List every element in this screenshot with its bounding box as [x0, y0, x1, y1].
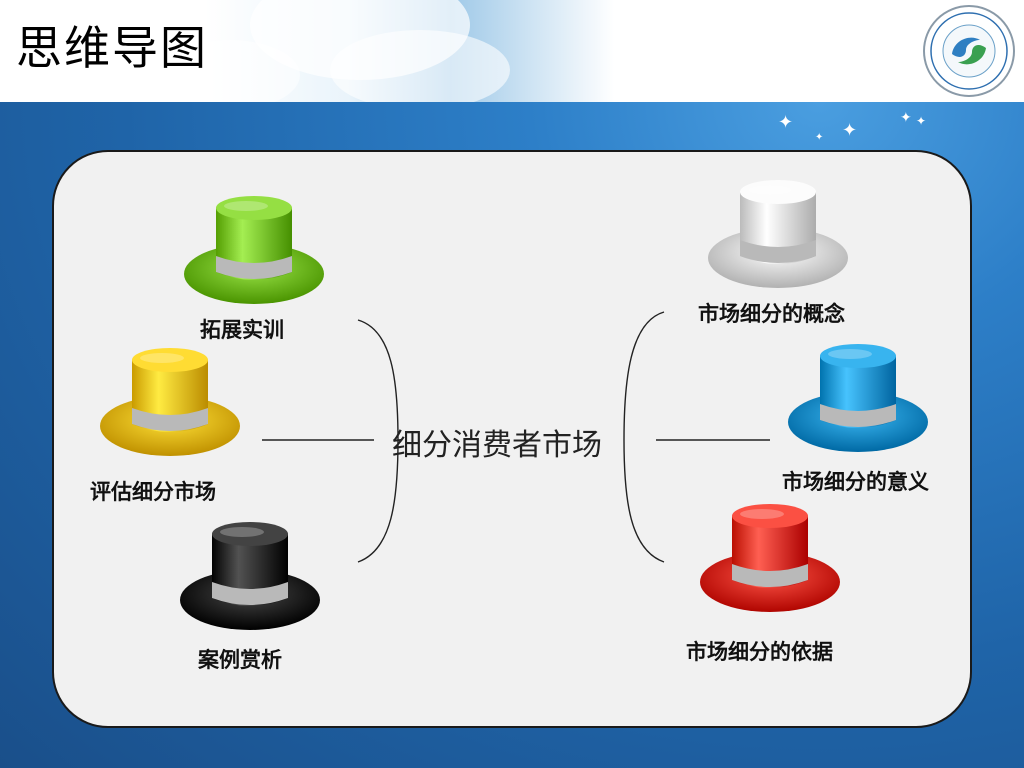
- branch-label-tuozhan: 拓展实训: [200, 318, 284, 342]
- branch-label-pinggu: 评估细分市场: [90, 480, 216, 504]
- slide-header: [0, 0, 1024, 110]
- slide-title: 思维导图: [16, 21, 208, 75]
- logo-icon: [923, 5, 1015, 97]
- center-topic: 细分消费者市场: [392, 428, 602, 463]
- hat-white-icon: [708, 180, 848, 288]
- left-bracket: [357, 319, 399, 563]
- hat-black-icon: [180, 522, 320, 630]
- hat-yellow-icon: [100, 348, 240, 456]
- branch-label-yiyi: 市场细分的意义: [782, 470, 929, 494]
- hat-blue-icon: [788, 344, 928, 452]
- branch-label-gainian: 市场细分的概念: [698, 302, 845, 326]
- hat-red-icon: [700, 504, 840, 612]
- right-bracket: [623, 311, 665, 563]
- branch-label-anli: 案例赏析: [198, 648, 282, 672]
- hat-green-icon: [184, 196, 324, 304]
- branch-label-yiju: 市场细分的依据: [686, 640, 833, 664]
